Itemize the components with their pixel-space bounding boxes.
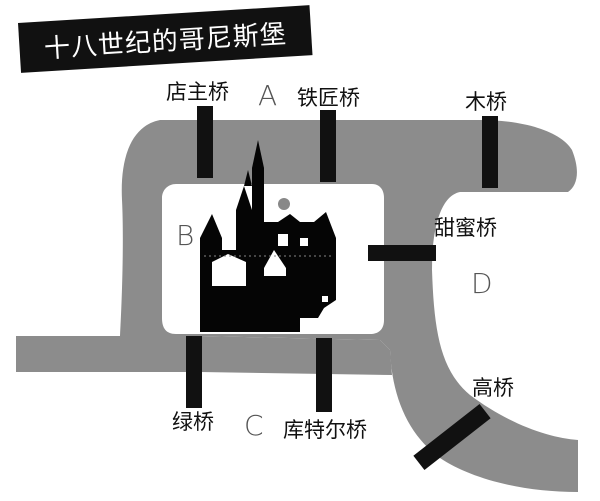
bridge-lv <box>186 336 202 408</box>
river <box>16 120 578 492</box>
bridge-mu <box>482 116 498 188</box>
label-gao-bridge: 高桥 <box>472 376 514 400</box>
label-dianzhu-bridge: 店主桥 <box>166 80 229 104</box>
bridge-tianmi <box>368 245 436 261</box>
river-south-arm <box>16 336 392 375</box>
region-d-label: D <box>471 267 493 300</box>
label-mu-bridge: 木桥 <box>465 90 507 114</box>
bridge-gao <box>413 404 491 470</box>
label-tiejiang-bridge: 铁匠桥 <box>297 86 360 110</box>
label-tianmi-bridge: 甜蜜桥 <box>434 216 497 240</box>
region-b-label: B <box>176 219 195 252</box>
castle-illustration <box>200 140 336 332</box>
region-c-label: C <box>244 409 264 442</box>
label-kutener-bridge: 库特尔桥 <box>283 418 367 442</box>
map-title: 十八世纪的哥尼斯堡 <box>43 19 288 64</box>
bridge-kutener <box>316 338 332 412</box>
bridge-dianzhu <box>197 106 213 178</box>
bridge-tiejiang <box>320 110 336 182</box>
label-lv-bridge: 绿桥 <box>172 410 214 434</box>
castle-windows <box>212 198 328 302</box>
region-a-label: A <box>258 79 278 112</box>
